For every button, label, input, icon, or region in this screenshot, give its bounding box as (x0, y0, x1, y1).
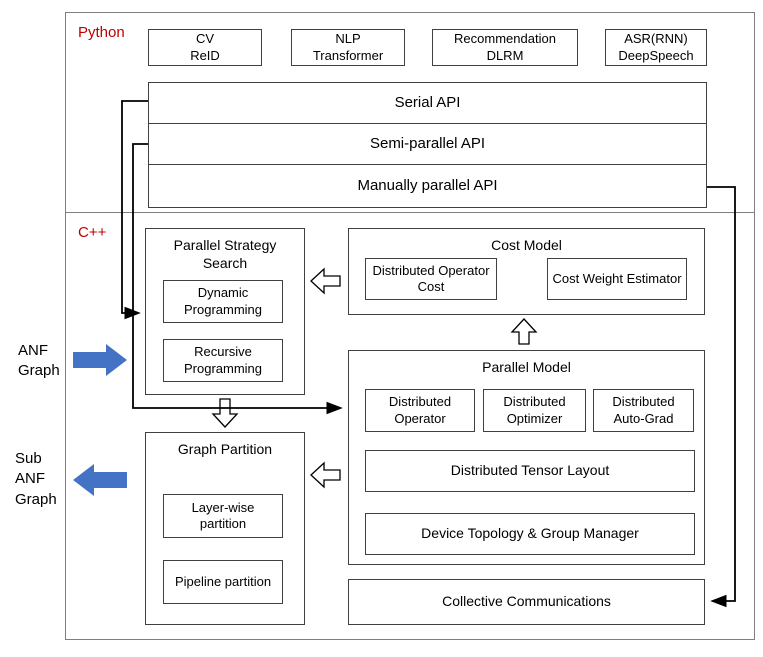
dynamic-programming-box: Dynamic Programming (163, 280, 283, 323)
cost-weight-estimator-box: Cost Weight Estimator (547, 258, 687, 300)
distributed-auto-grad-box: Distributed Auto-Grad (593, 389, 694, 432)
sub-anf-graph-label: Sub ANF Graph (15, 450, 57, 508)
semi-parallel-api-bar: Semi-parallel API (148, 123, 707, 165)
anf-graph-label: ANF Graph (18, 342, 60, 380)
distributed-operator-cost-box: Distributed Operator Cost (365, 258, 497, 300)
graph-partition-title: Graph Partition (177, 441, 273, 457)
pipeline-partition-box: Pipeline partition (163, 560, 283, 604)
device-topology-group-manager-box: Device Topology & Group Manager (365, 513, 695, 555)
collective-communications-box: Collective Communications (348, 579, 705, 625)
parallel-model-title: Parallel Model (482, 359, 571, 375)
distributed-operator-box: Distributed Operator (365, 389, 475, 432)
recursive-programming-box: Recursive Programming (163, 339, 283, 382)
distributed-tensor-layout-box: Distributed Tensor Layout (365, 450, 695, 492)
parallel-strategy-search-title: Parallel Strategy Search (173, 237, 277, 272)
cpp-section-label: C++ (78, 224, 107, 241)
app-box-asr-deepspeech-text: ASR(RNN)DeepSpeech (618, 31, 694, 63)
app-box-asr-deepspeech: ASR(RNN)DeepSpeech (605, 29, 707, 66)
manually-parallel-api-bar: Manually parallel API (148, 164, 707, 208)
python-section-label: Python (78, 24, 125, 41)
cost-model-title: Cost Model (491, 237, 562, 253)
distributed-optimizer-box: Distributed Optimizer (483, 389, 586, 432)
layer-wise-partition-box: Layer-wise partition (163, 494, 283, 538)
serial-api-bar: Serial API (148, 82, 707, 124)
